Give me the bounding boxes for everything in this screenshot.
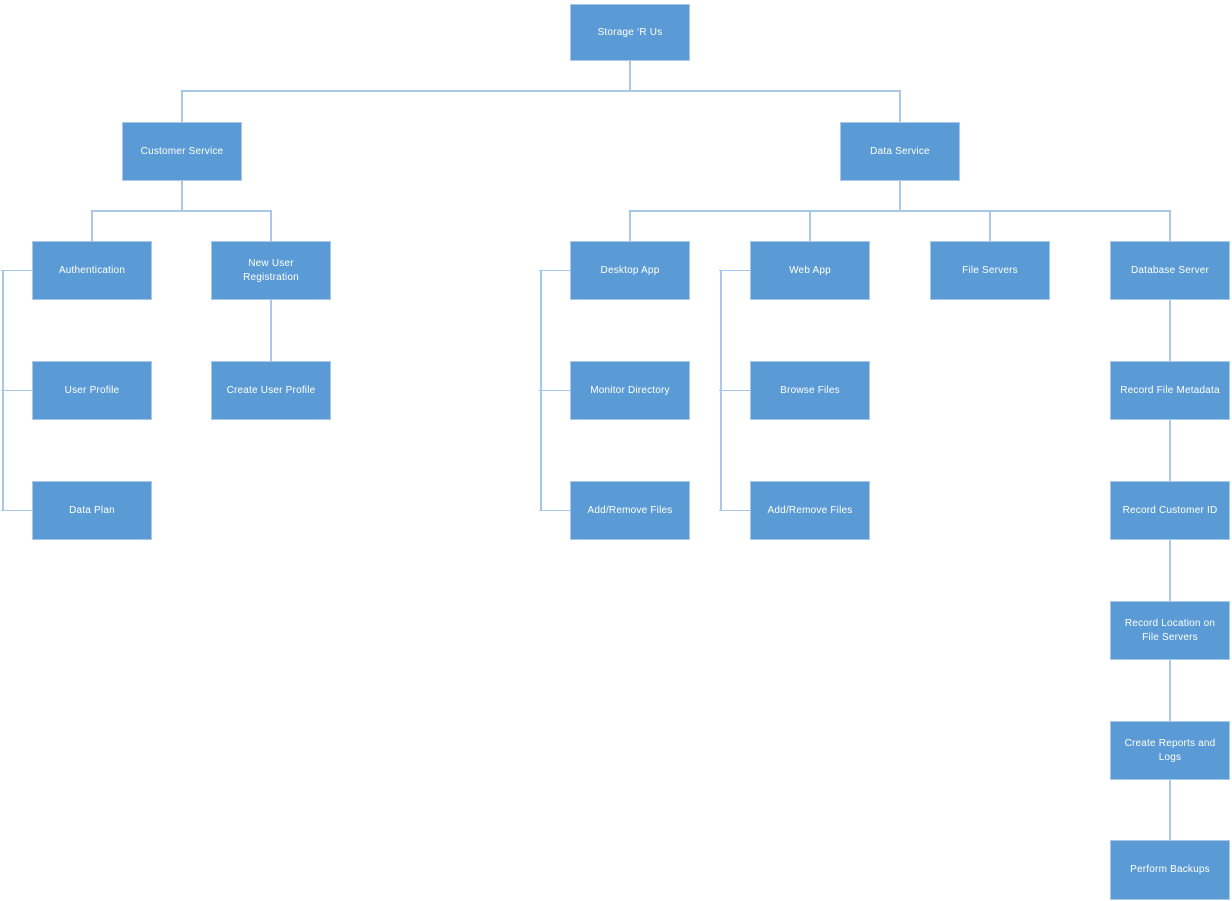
node-label: Data Service bbox=[870, 145, 930, 157]
node-label: Web App bbox=[789, 264, 831, 276]
connector-line bbox=[539, 269, 571, 272]
connector-line bbox=[1169, 779, 1171, 841]
node-record-file-metadata[interactable]: Record File Metadata bbox=[1110, 361, 1230, 420]
node-desktop-app[interactable]: Desktop App bbox=[570, 241, 690, 300]
connector-line bbox=[899, 180, 901, 212]
node-label: Browse Files bbox=[780, 384, 840, 396]
node-user-profile[interactable]: User Profile bbox=[32, 361, 152, 420]
connector-line bbox=[1, 389, 33, 392]
connector-line bbox=[539, 509, 571, 512]
node-customer-service[interactable]: Customer Service bbox=[122, 122, 242, 181]
node-add-remove-files-desktop[interactable]: Add/Remove Files bbox=[570, 481, 690, 540]
connector-line bbox=[629, 60, 631, 92]
connector-line bbox=[1169, 210, 1171, 242]
node-storage-r-us[interactable]: Storage ‘R Us bbox=[570, 4, 690, 61]
node-record-location-on-file-servers[interactable]: Record Location on File Servers bbox=[1110, 601, 1230, 660]
node-browse-files[interactable]: Browse Files bbox=[750, 361, 870, 420]
node-label: Add/Remove Files bbox=[767, 504, 853, 516]
node-add-remove-files-web[interactable]: Add/Remove Files bbox=[750, 481, 870, 540]
node-label: Create User Profile bbox=[226, 384, 316, 396]
connector-line bbox=[899, 90, 901, 123]
node-label: Data Plan bbox=[69, 504, 115, 516]
node-label: New User Registration bbox=[243, 258, 299, 283]
connector-line bbox=[629, 210, 1171, 212]
connector-line bbox=[809, 210, 811, 242]
connector-line bbox=[181, 90, 901, 92]
node-label: Customer Service bbox=[140, 145, 224, 157]
connector-line bbox=[270, 299, 272, 362]
connector-line bbox=[1, 509, 33, 512]
node-label: Add/Remove Files bbox=[587, 504, 673, 516]
node-file-servers[interactable]: File Servers bbox=[930, 241, 1050, 300]
node-label: Database Server bbox=[1130, 264, 1210, 276]
connector-line bbox=[1169, 299, 1171, 362]
connector-line bbox=[629, 210, 631, 242]
node-record-customer-id[interactable]: Record Customer ID bbox=[1110, 481, 1230, 540]
connector-line bbox=[181, 90, 183, 123]
node-label: Desktop App bbox=[600, 264, 660, 276]
connector-line bbox=[719, 269, 751, 272]
node-create-user-profile[interactable]: Create User Profile bbox=[211, 361, 331, 420]
node-authentication[interactable]: Authentication bbox=[32, 241, 152, 300]
connector-line bbox=[989, 210, 991, 242]
node-new-user-registration[interactable]: New User Registration bbox=[211, 241, 331, 300]
node-label: File Servers bbox=[962, 264, 1018, 276]
node-label: Record Location on File Servers bbox=[1124, 618, 1216, 643]
node-data-service[interactable]: Data Service bbox=[840, 122, 960, 181]
node-monitor-directory[interactable]: Monitor Directory bbox=[570, 361, 690, 420]
connector-line bbox=[91, 210, 93, 242]
connector-line bbox=[1169, 419, 1171, 482]
node-label: User Profile bbox=[64, 384, 120, 396]
node-label: Monitor Directory bbox=[590, 384, 670, 396]
node-data-plan[interactable]: Data Plan bbox=[32, 481, 152, 540]
connector-line bbox=[719, 389, 751, 392]
node-label: Record File Metadata bbox=[1120, 384, 1220, 396]
connector-line bbox=[181, 180, 183, 212]
node-create-reports-and-logs[interactable]: Create Reports and Logs bbox=[1110, 721, 1230, 780]
node-label: Perform Backups bbox=[1130, 864, 1210, 876]
node-web-app[interactable]: Web App bbox=[750, 241, 870, 300]
node-database-server[interactable]: Database Server bbox=[1110, 241, 1230, 300]
connector-line bbox=[1169, 659, 1171, 722]
node-label: Authentication bbox=[58, 264, 126, 276]
node-label: Storage ‘R Us bbox=[597, 26, 663, 38]
connector-line bbox=[719, 509, 751, 512]
node-label: Create Reports and Logs bbox=[1124, 738, 1216, 763]
connector-line bbox=[270, 210, 272, 242]
connector-line bbox=[539, 389, 571, 392]
node-perform-backups[interactable]: Perform Backups bbox=[1110, 840, 1230, 900]
connector-line bbox=[1, 269, 33, 272]
connector-line bbox=[91, 210, 272, 212]
connector-line bbox=[1169, 539, 1171, 602]
node-label: Record Customer ID bbox=[1122, 504, 1218, 516]
